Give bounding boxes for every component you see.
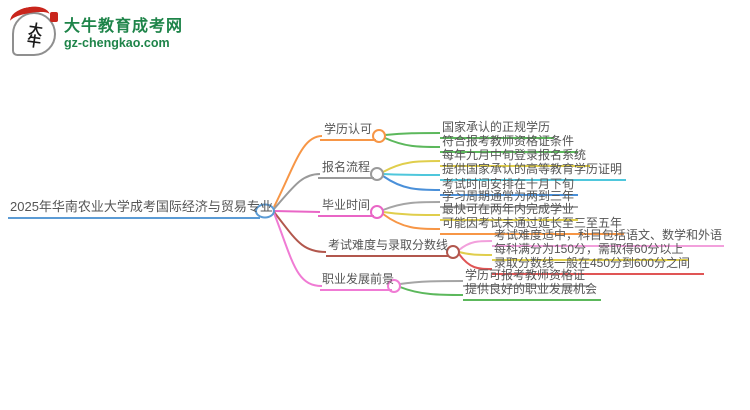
edge-leaf-2-3 <box>382 175 441 191</box>
edge-root-graduation-time <box>273 210 321 213</box>
logo-bubble-text: 大牛 <box>24 21 45 48</box>
edge-root-career-prospects <box>273 212 323 287</box>
site-name: 大牛教育成考网 <box>64 17 184 35</box>
edge-leaf-5-2 <box>399 286 464 296</box>
edge-leaf-4-1 <box>458 240 493 251</box>
branch-registration-process[interactable]: 报名流程 <box>318 158 374 179</box>
logo-text: 大牛教育成考网 gz-chengkao.com <box>64 18 183 51</box>
leaf-career-opportunities[interactable]: 提供良好的职业发展机会 <box>463 280 601 301</box>
edge-root-education-recognition <box>273 135 323 208</box>
leaf-score-requirement[interactable]: 每科满分为150分，需取得60分以上 <box>492 240 688 261</box>
leaf-provide-diploma-proof[interactable]: 提供国家承认的高等教育学历证明 <box>440 160 626 181</box>
leaf-fastest-two-years[interactable]: 最快可在两年内完成学业 <box>440 200 578 221</box>
leaf-exam-subjects[interactable]: 考试难度适中，科目包括语文、数学和外语 <box>492 226 724 247</box>
logo-red-seal <box>50 12 58 22</box>
edge-leaf-1-1 <box>384 132 441 136</box>
edge-root-registration-process <box>273 173 321 210</box>
branch-education-recognition[interactable]: 学历认可 <box>320 120 376 141</box>
leaf-october-exam[interactable]: 考试时间安排在十月下旬 <box>440 175 578 196</box>
leaf-study-period[interactable]: 学习周期通常为两到三年 <box>440 187 578 208</box>
leaf-teacher-cert-exam[interactable]: 学历可报考教师资格证 <box>463 266 589 287</box>
branch-career-prospects[interactable]: 职业发展前景 <box>320 270 394 291</box>
leaf-september-registration[interactable]: 每年九月中旬登录报名系统 <box>440 146 590 167</box>
edge-leaf-2-2 <box>382 173 441 176</box>
edge-leaf-2-1 <box>382 160 441 173</box>
site-logo[interactable]: 大牛 大牛教育成考网 gz-chengkao.com <box>8 3 183 56</box>
site-url: gz-chengkao.com <box>64 35 170 50</box>
leaf-possible-extension[interactable]: 可能因考试未通过延长至三至五年 <box>440 214 624 235</box>
branch-exam-difficulty[interactable]: 考试难度与录取分数线 <box>326 236 448 257</box>
leaf-admission-score-range[interactable]: 录取分数线一般在450分到600分之间 <box>492 254 704 275</box>
edge-leaf-5-1 <box>399 280 464 285</box>
edge-leaf-3-1 <box>382 201 441 211</box>
edge-leaf-1-2 <box>384 137 441 148</box>
expander-exam-difficulty[interactable] <box>446 245 460 259</box>
edge-leaf-4-2 <box>458 251 493 256</box>
branch-graduation-time[interactable]: 毕业时间 <box>318 196 374 217</box>
logo-bubble-icon: 大牛 <box>8 3 58 56</box>
leaf-recognized-degree[interactable]: 国家承认的正规学历 <box>440 118 554 139</box>
edge-leaf-3-2 <box>382 211 441 216</box>
edge-leaf-3-3 <box>382 213 441 230</box>
root-topic[interactable]: 2025年华南农业大学成考国际经济与贸易专业 <box>8 196 273 219</box>
edge-root-exam-difficulty <box>273 211 327 253</box>
leaf-teacher-cert-eligible[interactable]: 符合报考教师资格证条件 <box>440 132 578 153</box>
